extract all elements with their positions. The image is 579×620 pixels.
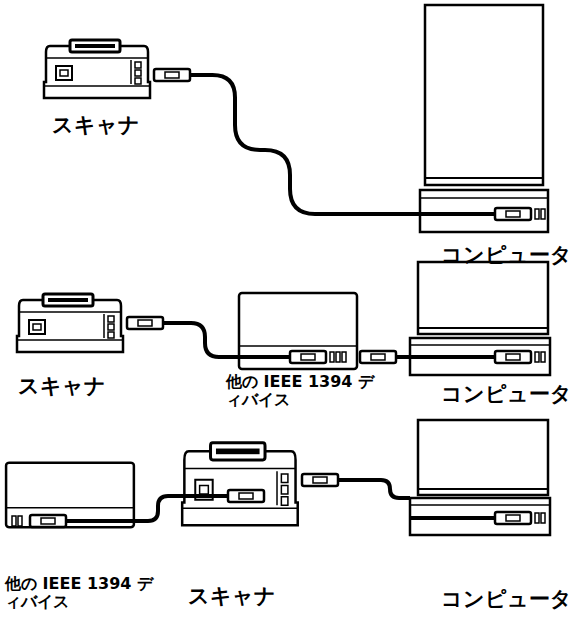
computer-drawing-part <box>495 512 531 524</box>
computer-drawing-part <box>420 197 548 199</box>
device-box: スキャナ <box>15 292 125 354</box>
computer-drawing-part <box>410 516 495 520</box>
device-box: スキャナ <box>180 440 300 528</box>
computer-drawing-part <box>535 209 545 219</box>
device-drawing-part <box>290 351 326 363</box>
device-box: コンピュータ <box>410 262 550 375</box>
device-drawing <box>238 293 357 369</box>
device-box: 他の IEEE 1394 ディバイス <box>238 292 358 370</box>
scanner-drawing <box>180 443 298 525</box>
device-drawing-part <box>66 519 135 523</box>
device-label: スキャナ <box>188 584 276 608</box>
cable-plug <box>360 351 396 363</box>
device-drawing-part <box>238 355 290 359</box>
device-drawing <box>6 463 135 527</box>
cable-line <box>163 323 238 357</box>
computer-drawing-part <box>410 504 550 506</box>
cable <box>135 496 180 521</box>
computer-drawing <box>410 420 550 535</box>
device-drawing-part <box>6 463 134 527</box>
cable-plug <box>371 354 385 360</box>
computer-drawing-part <box>535 513 545 523</box>
cable-plug <box>127 317 163 329</box>
scanner-drawing-part <box>182 443 298 525</box>
device-drawing-part <box>12 516 22 526</box>
scanner-drawing <box>44 40 150 98</box>
computer-drawing-part <box>410 338 550 375</box>
computer-drawing-part <box>410 344 550 346</box>
cable-line <box>396 355 410 359</box>
cable-plug <box>302 474 338 486</box>
computer-drawing-part <box>495 208 531 220</box>
device-label: スキャナ <box>52 113 140 137</box>
computer-drawing-part <box>418 420 548 495</box>
computer-drawing-part <box>425 5 543 185</box>
computer-drawing-part <box>418 488 548 490</box>
computer-drawing-part <box>425 177 543 179</box>
device-label: コンピュータ <box>441 587 572 611</box>
computer-drawing-part <box>418 262 548 334</box>
cable-plug <box>165 72 179 78</box>
cable-plug <box>138 320 152 326</box>
computer-drawing-part <box>410 498 550 535</box>
computer-drawing-part <box>495 351 531 363</box>
computer-drawing-part <box>418 327 548 329</box>
device-label: スキャナ <box>18 374 106 398</box>
device-box: コンピュータ <box>410 420 550 535</box>
computer-drawing <box>420 5 548 232</box>
cable-line <box>338 480 410 498</box>
device-drawing-part <box>239 293 357 369</box>
computer-drawing-part <box>420 190 548 232</box>
device-label: 他の IEEE 1394 ディバイス <box>226 373 376 410</box>
cable <box>360 351 410 363</box>
scanner-drawing-part <box>44 40 150 98</box>
cable-line <box>135 496 180 521</box>
device-label: コンピュータ <box>441 382 572 406</box>
cable <box>154 69 420 214</box>
computer-drawing-part <box>410 355 495 359</box>
device-label: コンピュータ <box>441 243 572 267</box>
cable-line <box>190 75 420 214</box>
cable-plug <box>154 69 190 81</box>
scanner-drawing-part <box>228 490 264 502</box>
cable <box>127 317 238 357</box>
device-box: コンピュータ <box>420 5 548 233</box>
device-drawing-part <box>330 352 340 362</box>
computer-drawing-part <box>535 352 545 362</box>
scanner-drawing-part <box>17 294 123 352</box>
computer-drawing <box>410 262 550 375</box>
device-box: スキャナ <box>42 38 152 100</box>
cable-plug <box>313 477 327 483</box>
scanner-drawing-part <box>180 494 228 498</box>
scanner-drawing <box>17 294 123 352</box>
device-drawing-part <box>342 352 346 362</box>
device-box: 他の IEEE 1394 ディバイス <box>5 462 135 528</box>
computer-drawing-part <box>420 212 495 216</box>
device-drawing-part <box>30 515 66 527</box>
cable <box>302 474 410 498</box>
device-label: 他の IEEE 1394 ディバイス <box>5 575 155 612</box>
